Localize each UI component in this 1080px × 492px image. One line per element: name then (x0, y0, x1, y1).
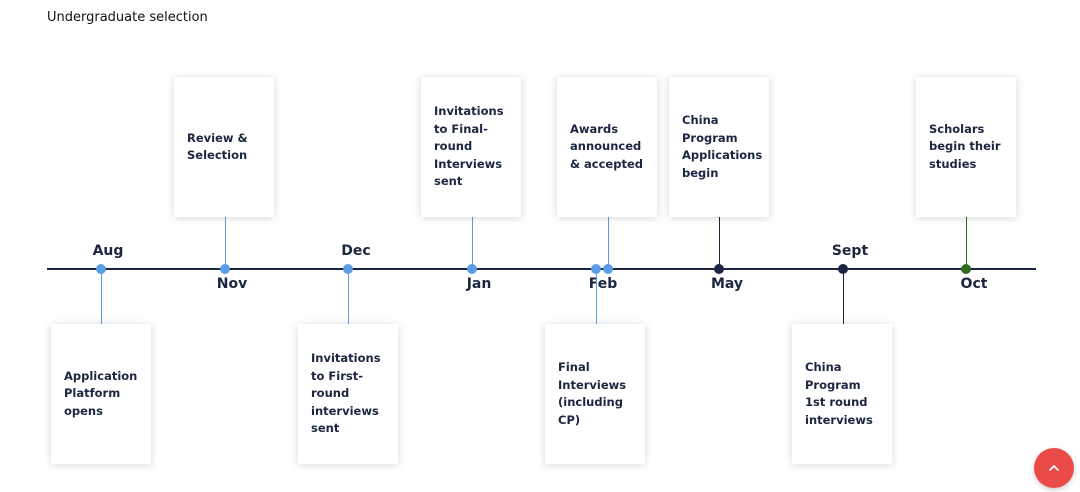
event-connector-china-program-interviews (842, 270, 844, 324)
event-card-text: Scholars begin their studies (929, 121, 1001, 171)
event-card-final-interviews: Final Interviews (including CP) (545, 324, 645, 464)
scroll-to-top-button[interactable] (1034, 448, 1074, 488)
event-card-text: China Program Applications begin (682, 113, 763, 180)
event-dot-final-interviews (591, 264, 601, 274)
month-label-oct: Oct (960, 276, 988, 292)
event-connector-scholars-begin (965, 217, 967, 269)
month-label-aug: Aug (92, 243, 124, 259)
event-card-scholars-begin: Scholars begin their studies (916, 77, 1016, 217)
event-card-final-round-invitations: Invitations to Final-round Interviews se… (421, 77, 521, 217)
event-connector-final-round-invitations (471, 217, 473, 269)
event-dot-final-round-invitations (467, 264, 477, 274)
event-connector-china-program-applications (718, 217, 720, 269)
event-dot-application-platform (96, 264, 106, 274)
timeline-axis (47, 268, 1036, 270)
event-card-china-program-interviews: China Program 1st round interviews (792, 324, 892, 464)
event-card-china-program-applications: China Program Applications begin (669, 77, 769, 217)
month-label-nov: Nov (216, 276, 248, 292)
event-dot-first-round-invitations (343, 264, 353, 274)
month-label-sept: Sept (831, 243, 869, 259)
event-card-text: Final Interviews (including CP) (558, 360, 627, 427)
event-card-text: Application Platform opens (64, 368, 138, 418)
event-dot-awards (603, 264, 613, 274)
event-card-application-platform: Application Platform opens (51, 324, 151, 464)
event-card-awards: Awards announced & accepted (557, 77, 657, 217)
event-connector-application-platform (100, 270, 102, 324)
event-connector-review-selection (224, 217, 226, 269)
event-dot-china-program-interviews (838, 264, 848, 274)
event-dot-review-selection (220, 264, 230, 274)
event-dot-scholars-begin (961, 264, 971, 274)
event-connector-awards (607, 217, 609, 269)
event-card-text: China Program 1st round interviews (805, 360, 873, 427)
month-label-feb: Feb (588, 276, 618, 292)
event-card-text: Awards announced & accepted (570, 121, 643, 171)
event-card-text: Review & Selection (187, 130, 248, 163)
month-label-dec: Dec (341, 243, 371, 259)
event-card-text: Invitations to First-round interviews se… (311, 351, 381, 436)
event-connector-first-round-invitations (347, 270, 349, 324)
event-card-text: Invitations to Final-round Interviews se… (434, 104, 504, 189)
chevron-up-icon (1049, 465, 1059, 471)
page-title: Undergraduate selection (47, 10, 208, 25)
event-connector-final-interviews (595, 270, 597, 324)
event-dot-china-program-applications (714, 264, 724, 274)
month-label-jan: Jan (466, 276, 492, 292)
event-card-review-selection: Review & Selection (174, 77, 274, 217)
event-card-first-round-invitations: Invitations to First-round interviews se… (298, 324, 398, 464)
month-label-may: May (710, 276, 744, 292)
